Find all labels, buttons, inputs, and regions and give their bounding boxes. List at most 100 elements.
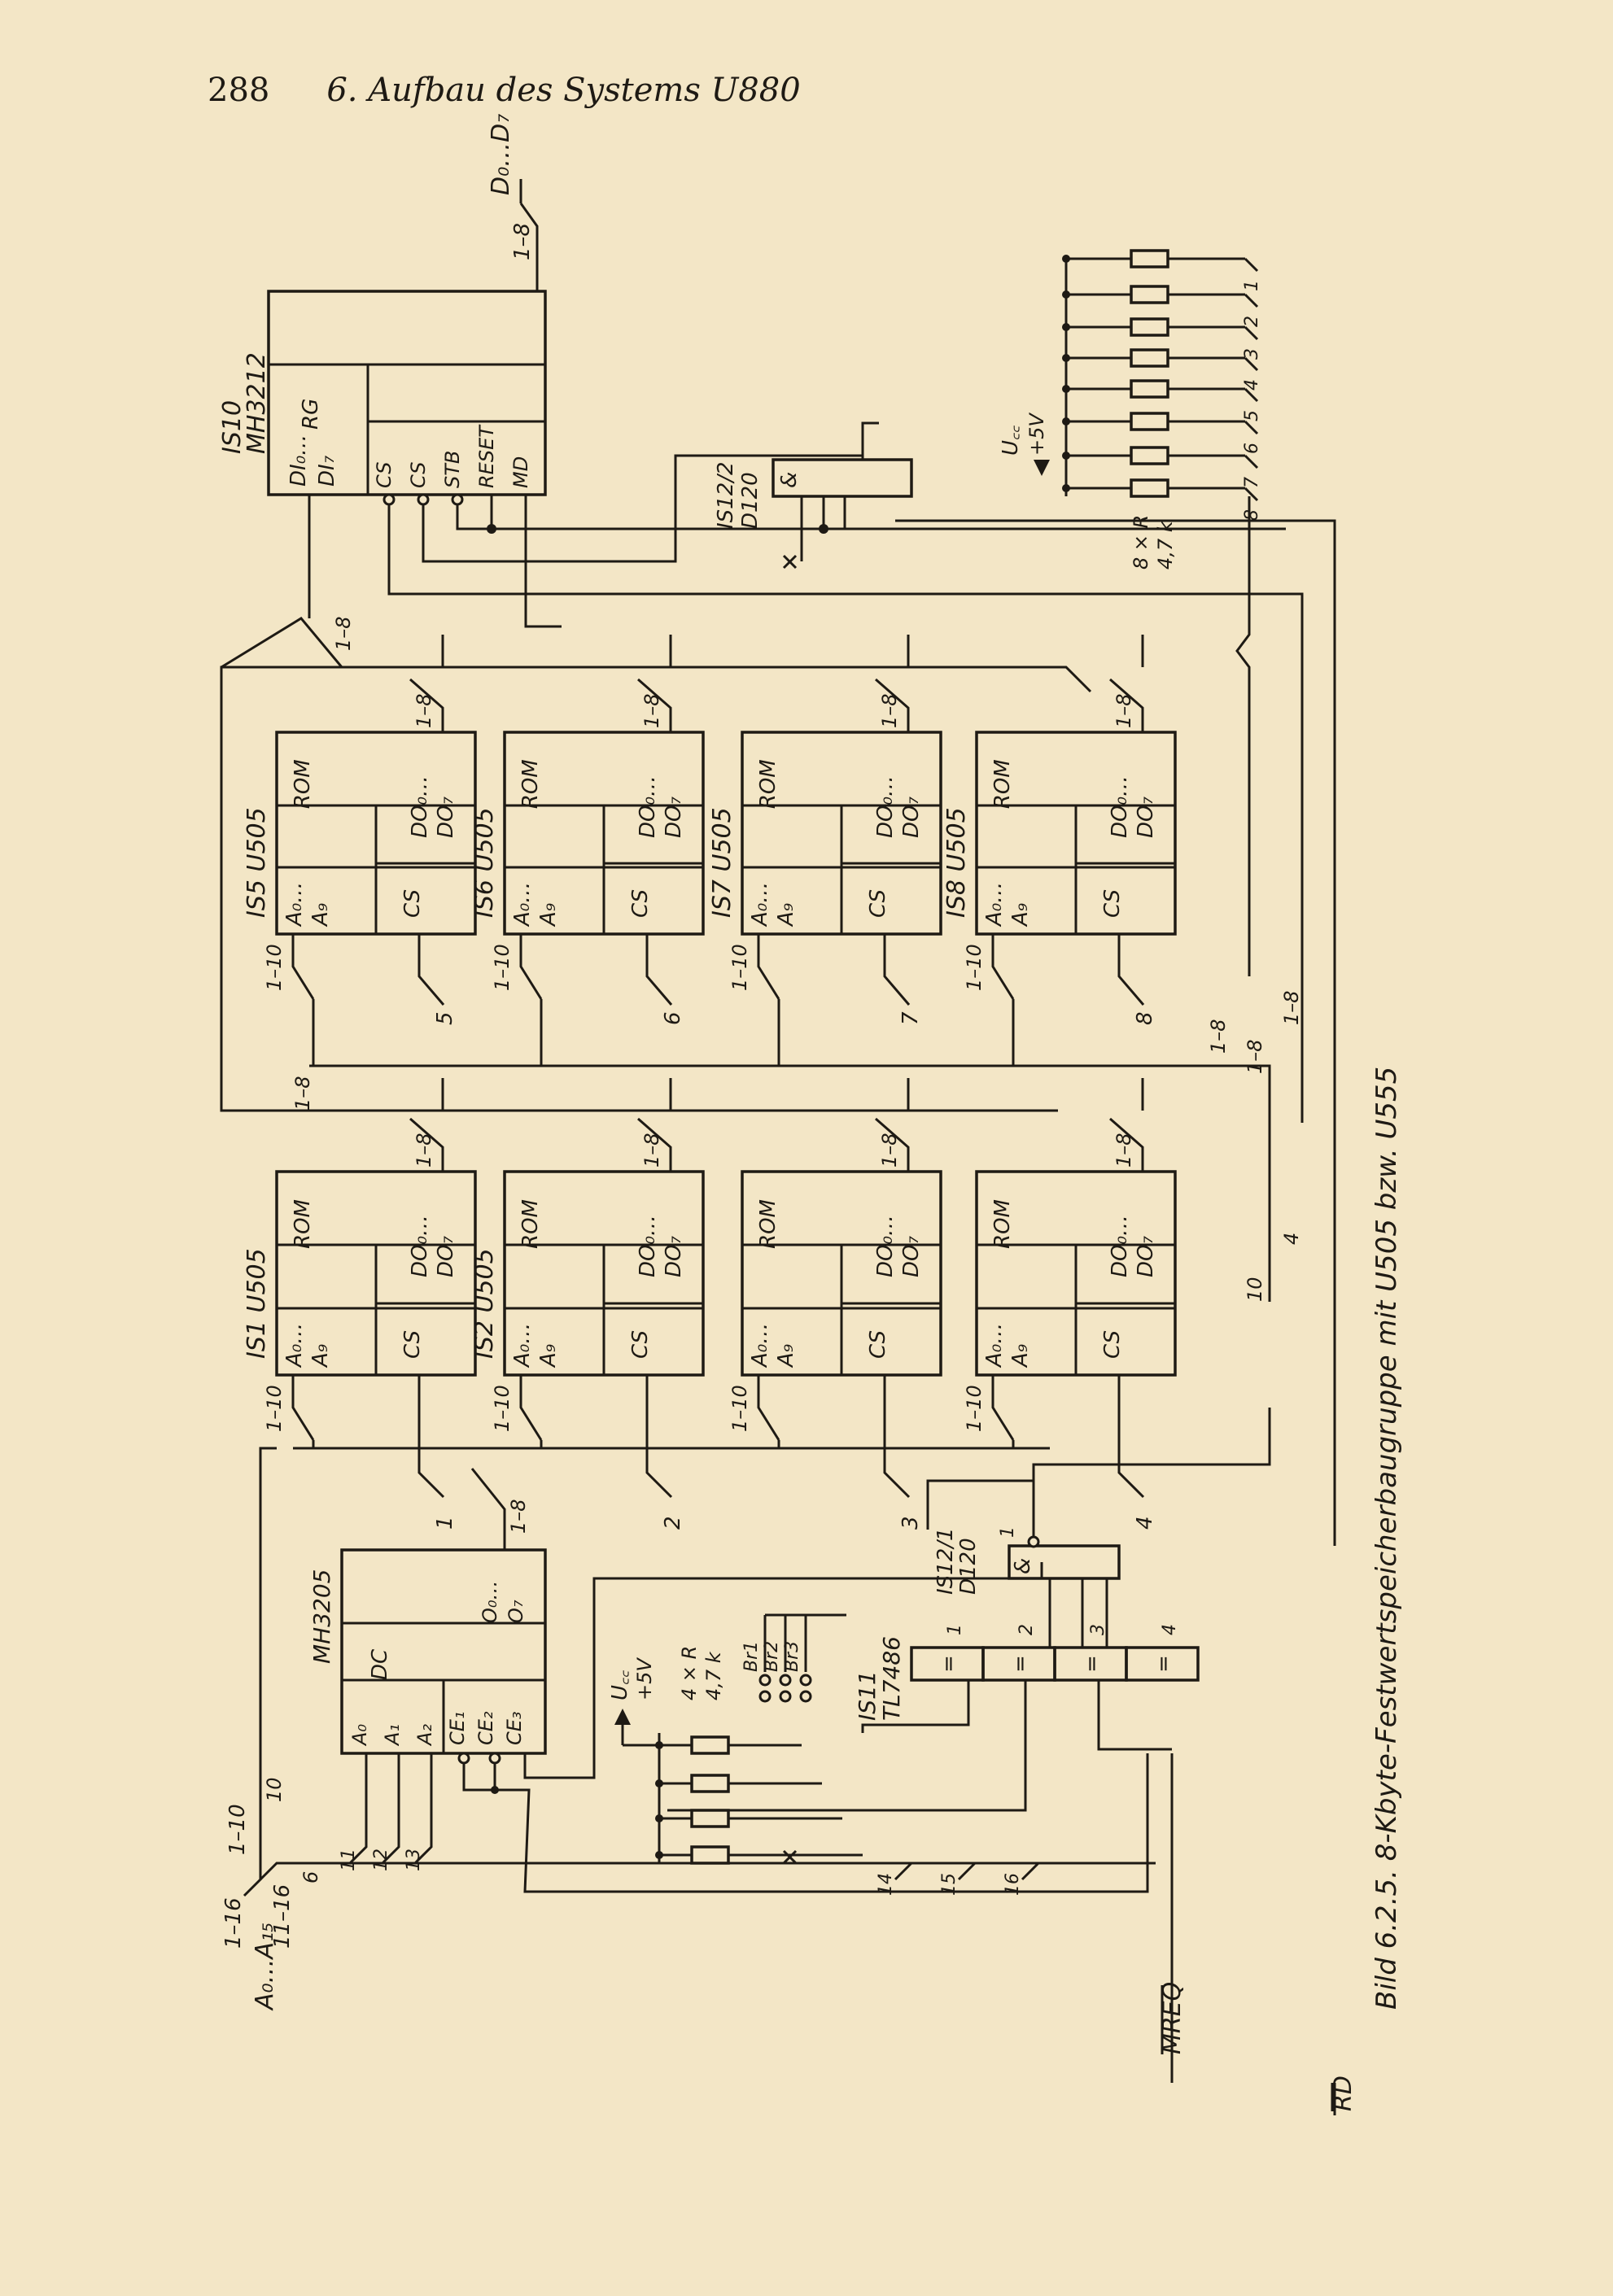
- junction-dot: [1062, 417, 1070, 426]
- data-bus-width: 1–8: [510, 223, 535, 260]
- address-bus-branch: [259, 1862, 1156, 1881]
- latch-type-label: MH3212: [243, 352, 271, 454]
- latch-pin-label: CS: [407, 462, 430, 488]
- cs-line-7: [883, 934, 911, 1006]
- comparator-gate-4: [1125, 1646, 1200, 1682]
- rom-dout-label: DO₇: [899, 797, 924, 838]
- pullup-value: 4,7 k: [1154, 520, 1177, 570]
- decoder-out-width: 1–8: [507, 1499, 530, 1534]
- latch-md-wire: [524, 495, 562, 628]
- junction-dot: [1062, 385, 1070, 393]
- cs-line-3: [883, 1375, 911, 1499]
- latch-stb-wire: [456, 504, 1286, 530]
- rom-cs-label: CS: [628, 889, 653, 918]
- and-out-ring: [1027, 1535, 1040, 1548]
- pullup-left-count: 4 × R: [678, 1646, 701, 1700]
- rom-addr-stub: [519, 934, 543, 1000]
- xor-symbol: =: [1080, 1655, 1104, 1673]
- cs-line-6: [645, 934, 673, 1006]
- decoder-enable-label: CE₁: [446, 1711, 469, 1745]
- latch-reg-label: RG: [299, 399, 323, 430]
- decoder-input-label: A₁: [381, 1724, 404, 1747]
- decoder-addr-in: [413, 1753, 433, 1865]
- rom-cs-label: CS: [400, 889, 425, 918]
- and-gate-type: D120: [738, 472, 763, 529]
- pullup-pin: 1: [1242, 280, 1262, 291]
- rom-bus-out-label: 1–8: [1112, 1133, 1135, 1168]
- supply-arrow-left: [614, 1709, 631, 1725]
- comparator-pin: 4: [1160, 1624, 1180, 1635]
- and-symbol: &: [777, 472, 802, 488]
- pullup-left-supply: U꜀꜀: [608, 1670, 632, 1700]
- rom-cs-label: CS: [1100, 1330, 1125, 1359]
- decoder-input-label: A₂: [413, 1724, 436, 1747]
- junction-dot: [655, 1814, 663, 1822]
- pullup-tap: [1244, 293, 1259, 308]
- decoder-out-label: O₇: [505, 1600, 527, 1623]
- rom-dout-label: DO₇: [1134, 1236, 1158, 1277]
- decoder-enable-label: CE₃: [503, 1711, 526, 1745]
- cs-line-2: [645, 1375, 673, 1499]
- cmp-in-pin: 15: [939, 1873, 959, 1896]
- pullup-left-resistor: [690, 1735, 730, 1755]
- rom-func-label: ROM: [518, 1199, 543, 1249]
- ce-ring: [457, 1752, 470, 1765]
- xor-symbol: =: [937, 1655, 961, 1673]
- decoder-in-pin: 12: [371, 1849, 391, 1871]
- bridge-contact: [799, 1674, 812, 1687]
- cmp-addr-tap: [1021, 1862, 1040, 1881]
- latch-chip: [267, 290, 547, 496]
- rom-addr-stub: [757, 934, 780, 1000]
- pullup-resistor: [1130, 285, 1169, 304]
- rom-addr-label: A₉: [1008, 903, 1033, 928]
- junction-dot: [487, 524, 496, 534]
- rom-addr-stub: [991, 934, 1015, 1000]
- rom-id-label: IS5 U505: [243, 807, 271, 918]
- rom-bus-in-label: 1–10: [263, 1385, 286, 1432]
- comparator-id: IS11: [854, 1670, 881, 1721]
- pullup-left-voltage: +5V: [633, 1657, 656, 1700]
- supply-arrow: [1034, 460, 1050, 476]
- address-bus-main: [243, 1447, 277, 1897]
- bus-width-label: 1–8: [1244, 1039, 1266, 1074]
- rom-data-stub: [875, 678, 910, 732]
- rom-addr-label: A₉: [308, 1344, 333, 1368]
- rom-bus-out-label: 1–8: [640, 1133, 663, 1168]
- rom-dout-label: DO₇: [662, 1236, 686, 1277]
- and-gate-id: IS12/2: [714, 461, 738, 529]
- data-bus-label: D₀…D₇: [487, 114, 515, 195]
- rom-bus-out-label: 1–8: [413, 693, 435, 728]
- cs-line-5: [417, 934, 445, 1006]
- pullup-left-value: 4,7 k: [702, 1651, 725, 1700]
- rom-data-stub: [1109, 678, 1144, 732]
- rom-bus-out-label: 1–8: [1112, 693, 1135, 728]
- rom-func-label: ROM: [990, 1199, 1015, 1249]
- pullup-pin: 7: [1242, 477, 1262, 488]
- rom-data-stub: [409, 678, 444, 732]
- bridge-label: Br1: [741, 1641, 762, 1672]
- decoder-addr-in: [381, 1753, 400, 1865]
- latch-din-label: DI₇: [315, 455, 339, 487]
- decoder-func: DC: [368, 1648, 392, 1680]
- decoder-type: MH3205: [308, 1569, 335, 1664]
- pullup-pin: 2: [1242, 316, 1262, 327]
- rom-dout-label: DO₇: [434, 797, 458, 838]
- pullup-left-resistor: [690, 1845, 730, 1865]
- chapter-title: 6. Aufbau des Systems U880: [326, 72, 801, 109]
- rom-addr-label: A₀…: [282, 882, 307, 928]
- rom-bus-in-label: 1–10: [728, 1385, 751, 1432]
- cs-line-8: [1117, 934, 1145, 1006]
- rom-bus-in-label: 1–10: [963, 944, 986, 991]
- comparator-pin: 3: [1088, 1624, 1108, 1635]
- cmp-in: [667, 1680, 1027, 1812]
- comparator-pin: 2: [1016, 1624, 1037, 1635]
- ce-wire: [462, 1763, 495, 1792]
- rom-id-label: IS6 U505: [470, 807, 499, 918]
- and-gate-2: [772, 458, 913, 498]
- rom-id-label: IS8 U505: [942, 807, 971, 918]
- cs-line-1: [417, 1375, 445, 1499]
- comparator-type: TL7486: [878, 1636, 905, 1721]
- rom-data-stub: [1109, 1117, 1144, 1172]
- cs-ring: [417, 493, 430, 506]
